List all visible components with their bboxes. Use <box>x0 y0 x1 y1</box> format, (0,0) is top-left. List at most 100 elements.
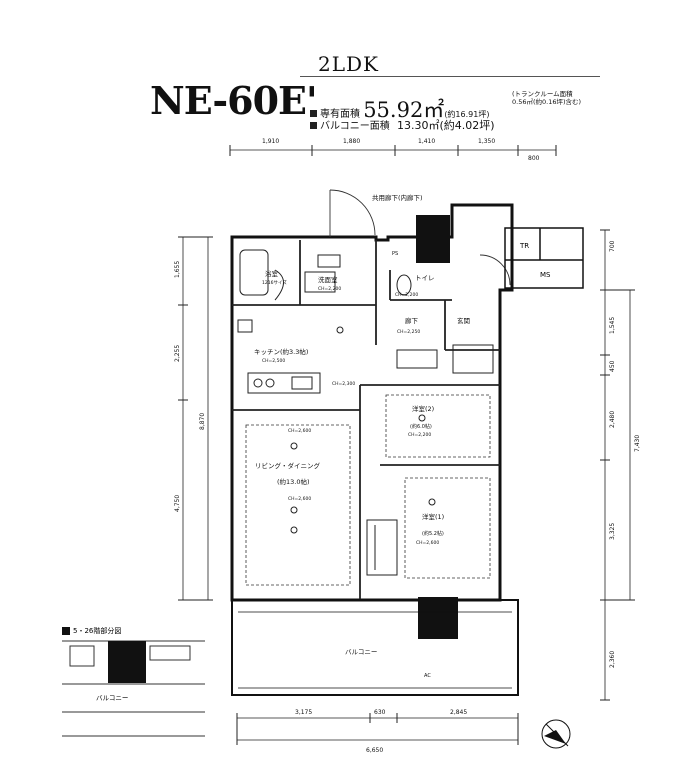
exclusive-area-note: (トランクルーム面積 0.56㎡(約0.16坪)含む) <box>512 90 581 106</box>
dim-left-1: 1,655 <box>174 261 181 278</box>
inset-storage <box>149 645 191 661</box>
tr-label: TR <box>519 242 529 250</box>
dim-left-4: 8,870 <box>199 413 206 430</box>
dim-right-6: 3,325 <box>609 523 616 540</box>
dim-right-3: 450 <box>609 360 616 372</box>
bath-label: 浴室 <box>265 269 279 278</box>
exclusive-area-note-1: (トランクルーム面積 <box>512 90 573 98</box>
ceiling-light-icon <box>428 498 436 506</box>
bathtub <box>239 249 269 296</box>
stove-burner <box>265 378 275 388</box>
bullet-square-icon <box>310 110 317 117</box>
kitchen-counter <box>247 372 321 394</box>
inset-title: 5・26階部分図 <box>73 626 121 635</box>
exclusive-area-value: 55.92㎡ <box>363 98 445 122</box>
dim-bottom-2: 630 <box>374 709 386 716</box>
toilet-label: トイレ <box>415 274 435 282</box>
ac-label: AC <box>424 673 431 679</box>
door-swing <box>479 254 511 286</box>
ceiling-light-icon <box>418 414 426 422</box>
room1-closet <box>366 519 398 576</box>
dim-top-3: 1,410 <box>418 138 435 145</box>
layout-type: 2LDK <box>318 52 379 76</box>
trunk-room <box>504 227 584 289</box>
bullet-square-icon <box>310 122 317 129</box>
dim-left-2: 2,255 <box>174 345 181 362</box>
pipe-shaft-lower <box>418 597 458 639</box>
dim-top-4: 1,350 <box>478 138 495 145</box>
balcony-outline <box>231 599 519 696</box>
living-size: (約13.0帖) <box>277 477 310 486</box>
inset-balcony-label: バルコニー <box>96 694 128 702</box>
washing-machine-pan <box>304 271 336 293</box>
entrance-label: 玄関 <box>457 316 470 325</box>
fridge-space <box>237 319 253 333</box>
dim-bottom-total: 6,650 <box>366 747 383 754</box>
washroom-ch: CH=2,200 <box>318 286 341 292</box>
ceiling-light-icon <box>336 326 344 334</box>
room1-ceiling-outline <box>404 477 491 579</box>
living-ceiling-outline <box>245 424 351 586</box>
bath-door-swing <box>274 269 284 301</box>
balcony-area-row: バルコニー面積 13.30㎡(約4.02坪) <box>310 117 495 133</box>
room2-size: (約6.0帖) <box>410 423 432 430</box>
ceiling-light-icon <box>290 506 298 514</box>
stove-burner <box>253 378 263 388</box>
balcony-label: バルコニー <box>345 648 377 656</box>
exclusive-area-note-2: 0.56㎡(約0.16坪)含む) <box>512 98 582 106</box>
living-ch-mid: CH=2,600 <box>288 496 311 502</box>
washroom-label: 洗面室 <box>318 275 338 284</box>
corridor-label: 共用廊下(内廊下) <box>372 193 423 202</box>
dim-bottom-3: 2,845 <box>450 709 467 716</box>
dim-top-1: 1,910 <box>262 138 279 145</box>
bath-size: 1216サイズ <box>262 279 287 286</box>
pipe-shaft-upper <box>416 215 450 263</box>
room1-ch: CH=2,600 <box>416 540 439 546</box>
kitchen-ch-alt: CH=2,300 <box>332 381 355 387</box>
toilet-ch: CH=2,200 <box>395 292 418 298</box>
ps-label: PS <box>392 251 398 257</box>
balcony-area-value: 13.30㎡(約4.02坪) <box>397 119 495 132</box>
title-divider <box>300 76 600 77</box>
exclusive-area-row: 専有面積 55.92㎡(約16.91坪) <box>310 94 489 124</box>
entry-door-swing <box>329 189 376 236</box>
dim-right-7: 2,360 <box>609 651 616 668</box>
dim-top-5: 800 <box>528 155 540 162</box>
shoe-cabinet <box>396 349 438 369</box>
exclusive-area-label: 専有面積 <box>320 109 360 120</box>
inset-closet <box>69 645 95 667</box>
balcony-area-label: バルコニー面積 <box>320 121 390 132</box>
living-label: リビング・ダイニング <box>255 461 321 470</box>
inset-plan: バルコニー 5・26階部分図 <box>62 626 205 737</box>
dim-bottom-1: 3,175 <box>295 709 312 716</box>
ceiling-light-icon <box>290 442 298 450</box>
inner-corridor-ch: CH=2,250 <box>397 329 420 335</box>
room1-size: (約5.2帖) <box>422 530 444 537</box>
dim-right-2: 1,545 <box>609 317 616 334</box>
inset-pipe-shaft <box>108 641 146 683</box>
kitchen-ch: CH=2,500 <box>262 358 285 364</box>
ms-label: MS <box>540 271 551 279</box>
room2-label: 洋室(2) <box>412 404 434 413</box>
toilet-bowl <box>396 274 412 296</box>
dim-top-2: 1,880 <box>343 138 360 145</box>
exclusive-area-tsubo: (約16.91坪) <box>444 110 490 119</box>
dim-right-4: 2,480 <box>609 411 616 428</box>
north-arrow-icon <box>541 719 571 749</box>
plan-name: NE-60E' <box>150 78 318 123</box>
dim-right-1: 700 <box>609 240 616 252</box>
room2-ceiling-outline <box>385 394 491 458</box>
washbasin <box>317 254 341 268</box>
kitchen-sink <box>291 376 313 390</box>
room1-label: 洋室(1) <box>422 512 444 521</box>
living-ch-top: CH=2,600 <box>288 428 311 434</box>
dim-left-3: 4,750 <box>174 495 181 512</box>
dim-right-5: 7,430 <box>634 435 641 452</box>
entrance-closet <box>452 344 494 374</box>
bullet-square-icon <box>62 627 70 635</box>
inner-corridor-label: 廊下 <box>405 316 419 325</box>
room2-ch: CH=2,200 <box>408 432 431 438</box>
kitchen-label: キッチン(約3.3帖) <box>254 347 308 356</box>
outer-wall <box>230 203 514 602</box>
